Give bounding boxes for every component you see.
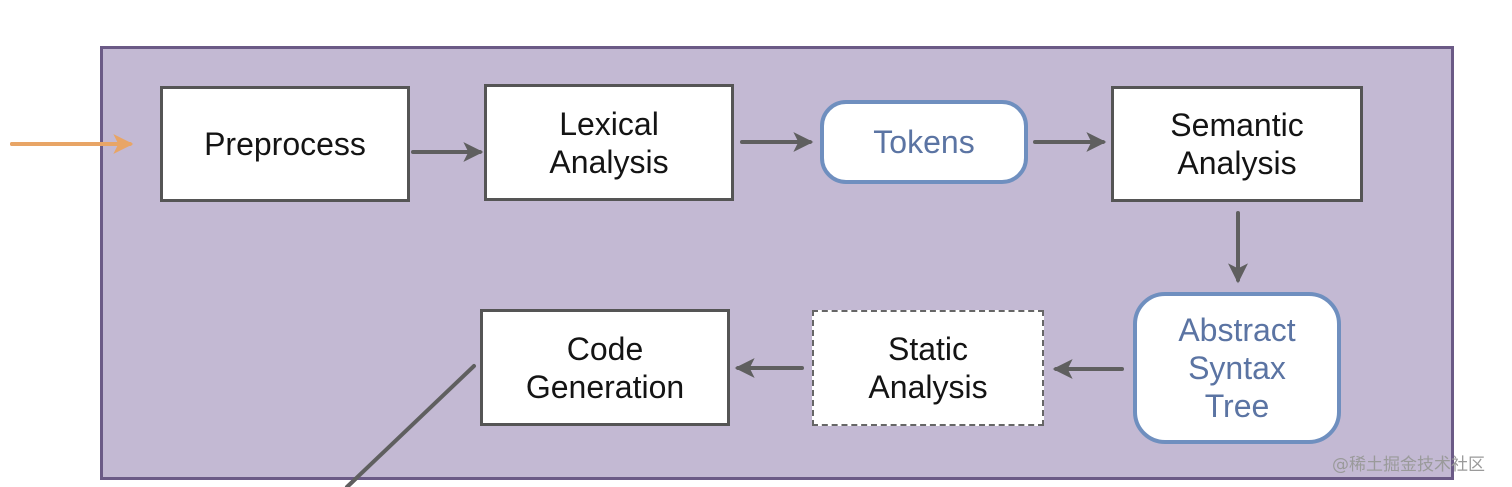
- exit-line: [345, 364, 476, 487]
- semantic-analysis-box: Semantic Analysis: [1111, 86, 1363, 202]
- static-analysis-box: Static Analysis: [812, 310, 1044, 426]
- code-generation-box: Code Generation: [480, 309, 730, 426]
- preprocess-box: Preprocess: [160, 86, 410, 202]
- tokens-node: Tokens: [820, 100, 1028, 184]
- lexical-analysis-box: Lexical Analysis: [484, 84, 734, 201]
- abstract-syntax-tree-node: Abstract Syntax Tree: [1133, 292, 1341, 444]
- watermark: @稀土掘金技术社区: [1332, 455, 1485, 475]
